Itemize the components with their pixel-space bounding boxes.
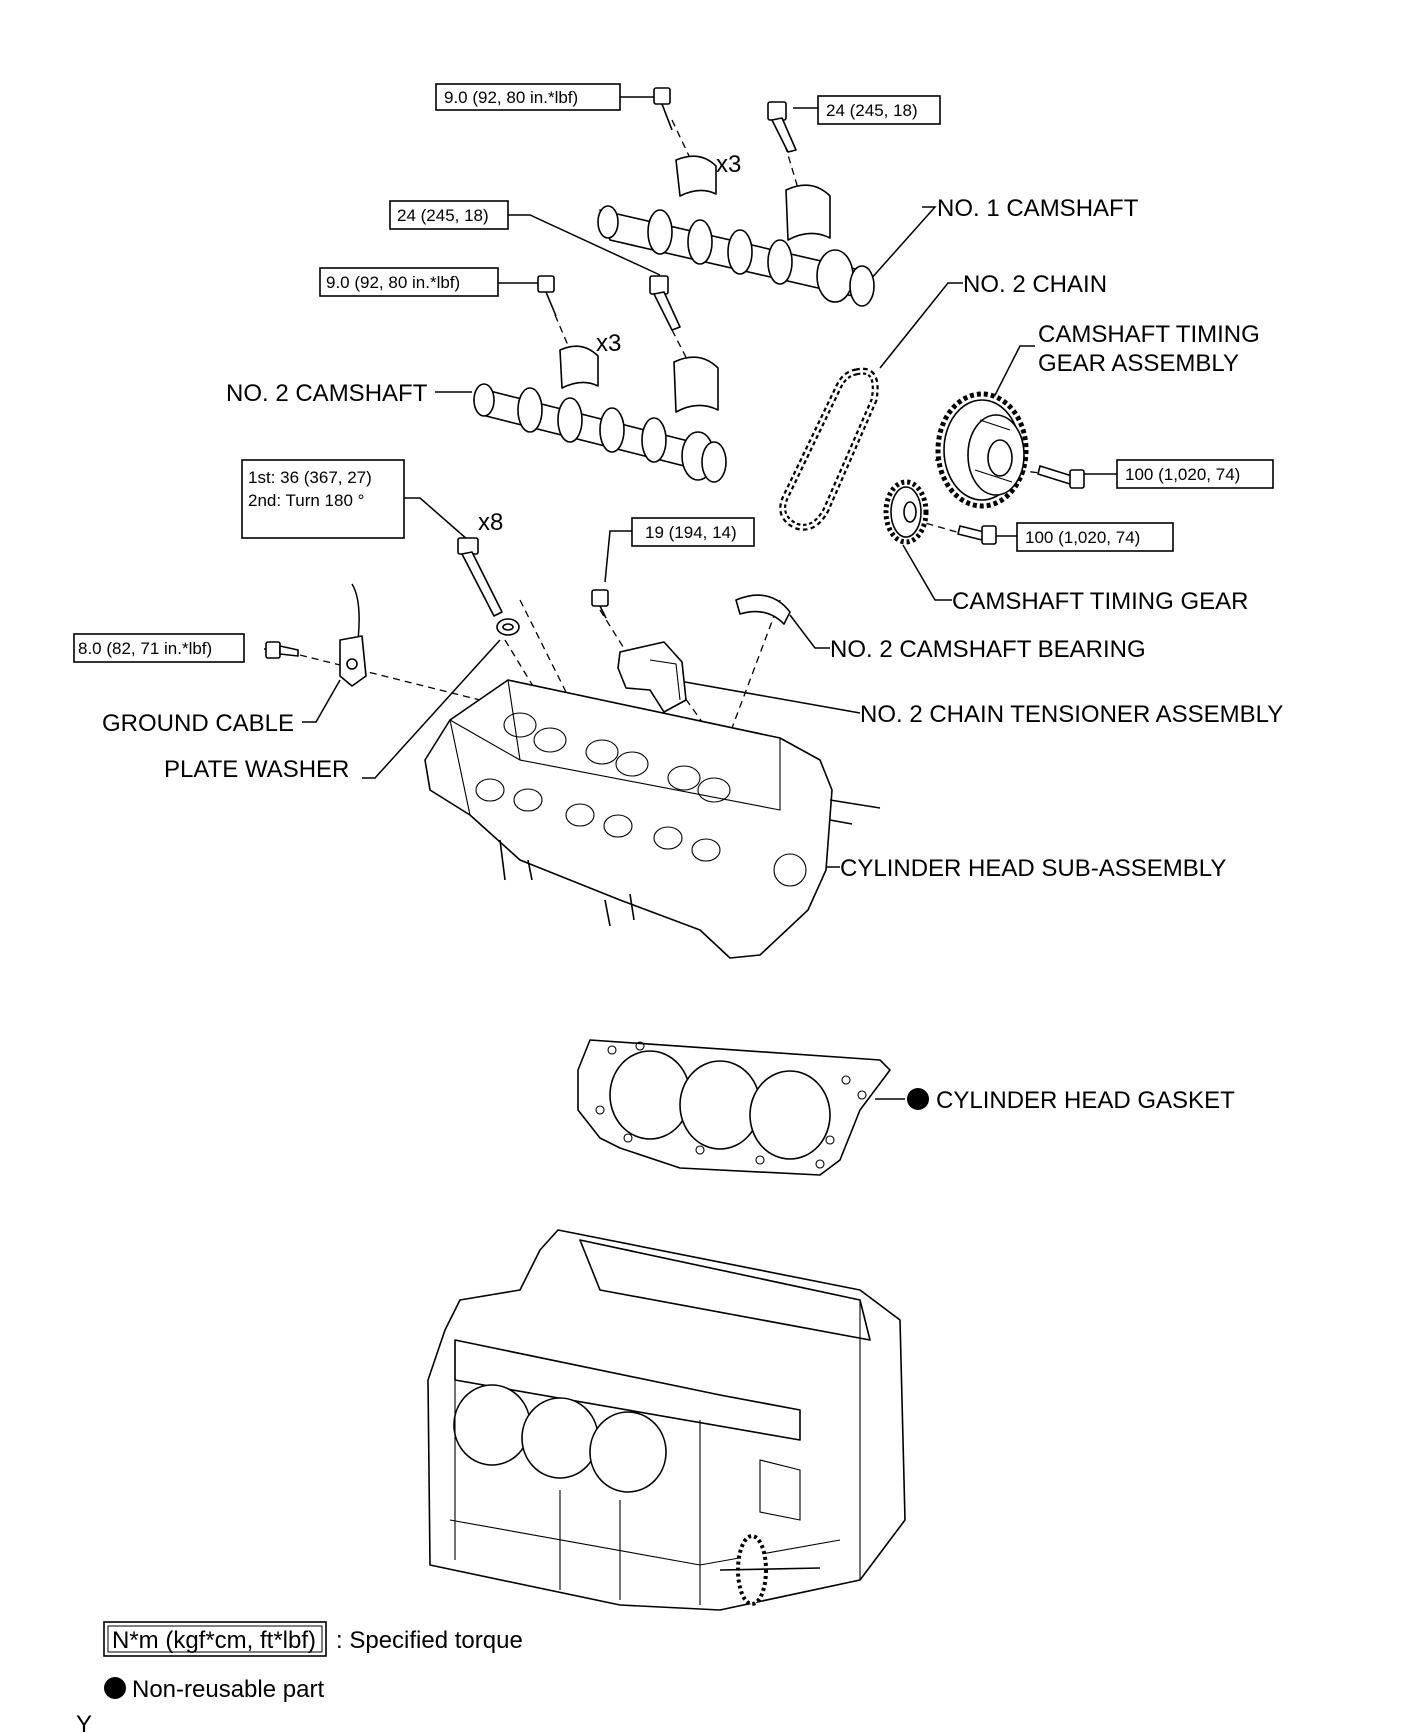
legend-nonreusable-icon [104, 1677, 126, 1699]
legend-torque: N*m (kgf*cm, ft*lbf) : Specified torque [103, 1621, 523, 1657]
svg-text:24 (245, 18): 24 (245, 18) [826, 101, 918, 120]
label-no1-camshaft: NO. 1 CAMSHAFT [937, 195, 1139, 222]
bearing-caps [559, 155, 831, 625]
corner-mark: Y [76, 1711, 92, 1734]
torque-box-upper-cap-bolt: 9.0 (92, 80 in.*lbf) [435, 83, 621, 111]
legend-nonreusable-desc: Non-reusable part [132, 1676, 324, 1703]
torque-box-gear-assembly-bolt: 100 (1,020, 74) [1116, 459, 1274, 489]
torque-box-timing-gear-bolt: 100 (1,020, 74) [1016, 522, 1174, 552]
engine-block-icon [427, 1229, 906, 1611]
bearing-cap-lower-2-icon [673, 356, 719, 413]
bolt-head-icon [457, 537, 503, 617]
svg-text:24 (245, 18): 24 (245, 18) [397, 206, 489, 225]
bolt-lower-bearing-icon [649, 275, 681, 331]
no1-camshaft-icon [597, 205, 875, 307]
cylinder-head-ports [475, 712, 731, 862]
cylinder-head-gasket-icon [577, 1039, 891, 1176]
svg-text:9.0 (92, 80 in.*lbf): 9.0 (92, 80 in.*lbf) [326, 273, 460, 292]
torque-box-upper-bearing-bolt: 24 (245, 18) [817, 95, 941, 125]
legend-torque-desc: : Specified torque [336, 1627, 523, 1654]
torque-box-head-bolt: 1st: 36 (367, 27) 2nd: Turn 180 ° [241, 459, 405, 539]
label-cylinder-head-sub-assembly: CYLINDER HEAD SUB-ASSEMBLY [840, 855, 1226, 882]
label-ground-cable: GROUND CABLE [102, 710, 294, 737]
label-no2-camshaft-bearing: NO. 2 CAMSHAFT BEARING [830, 636, 1146, 663]
svg-text:19 (194, 14): 19 (194, 14) [645, 523, 737, 542]
svg-text:100 (1,020, 74): 100 (1,020, 74) [1125, 465, 1240, 484]
nonreusable-mark-icon [907, 1088, 929, 1110]
label-no2-chain: NO. 2 CHAIN [963, 271, 1107, 298]
ground-cable-icon [339, 583, 367, 687]
label-plate-washer: PLATE WASHER [164, 756, 349, 783]
label-no2-camshaft: NO. 2 CAMSHAFT [226, 380, 428, 407]
torque-box-lower-cap-bolt: 9.0 (92, 80 in.*lbf) [319, 267, 499, 297]
torque-box-tensioner-bolt: 19 (194, 14) [631, 517, 755, 547]
bolt-upper-cap-icon [653, 87, 673, 131]
bolt-gear-assembly-icon [1037, 465, 1085, 489]
no2-camshaft-bearing-icon [735, 594, 791, 625]
part-labels: NO. 1 CAMSHAFT NO. 2 CHAIN CAMSHAFT TIMI… [102, 195, 1283, 1114]
label-camshaft-timing-gear: CAMSHAFT TIMING GEAR [952, 588, 1248, 615]
label-camshaft-timing-gear-assembly-2: GEAR ASSEMBLY [1038, 350, 1239, 377]
no2-camshaft-icon [473, 383, 727, 483]
no2-chain-tensioner-icon [617, 641, 687, 713]
bearing-cap-upper-1-icon [675, 155, 717, 197]
cylinder-head-sub-assembly-icon [424, 679, 881, 959]
no2-chain-icon [779, 367, 879, 531]
svg-text:8.0 (82, 71 in.*lbf): 8.0 (82, 71 in.*lbf) [78, 639, 212, 658]
label-camshaft-timing-gear-assembly-1: CAMSHAFT TIMING [1038, 321, 1260, 348]
legend-nonreusable: Non-reusable part [104, 1676, 324, 1703]
bearing-cap-lower-1-icon [559, 345, 599, 389]
qty-head-bolts: x8 [478, 509, 503, 536]
torque-box-ground-bolt: 8.0 (82, 71 in.*lbf) [73, 633, 245, 663]
svg-text:9.0 (92, 80 in.*lbf): 9.0 (92, 80 in.*lbf) [444, 88, 578, 107]
bolt-icons [265, 87, 1085, 659]
torque-specs: 9.0 (92, 80 in.*lbf) 24 (245, 18) 24 (24… [73, 83, 1274, 663]
plate-washer-icon [496, 618, 520, 636]
bolt-tensioner-icon [591, 589, 609, 619]
svg-text:2nd: Turn 180 °: 2nd: Turn 180 ° [248, 491, 364, 510]
leader-lines [264, 96, 1117, 1100]
legend-torque-unit: N*m (kgf*cm, ft*lbf) [112, 1627, 316, 1654]
bearing-cap-upper-2-icon [785, 184, 831, 241]
bolt-upper-bearing-icon [767, 101, 797, 153]
camshaft-timing-gear-assembly-icon [935, 391, 1029, 509]
legend: N*m (kgf*cm, ft*lbf) : Specified torque … [76, 1621, 523, 1734]
camshaft-timing-gear-icon [883, 479, 929, 545]
torque-box-lower-bearing-bolt: 24 (245, 18) [389, 200, 509, 230]
qty-upper-caps: x3 [716, 151, 741, 178]
label-cylinder-head-gasket: CYLINDER HEAD GASKET [936, 1087, 1235, 1114]
label-no2-chain-tensioner-assembly: NO. 2 CHAIN TENSIONER ASSEMBLY [860, 701, 1283, 728]
qty-lower-caps: x3 [596, 330, 621, 357]
svg-text:100 (1,020, 74): 100 (1,020, 74) [1025, 528, 1140, 547]
bolt-timing-gear-icon [957, 525, 997, 545]
bolt-ground-icon [265, 641, 299, 659]
bolt-lower-cap-icon [537, 275, 557, 317]
svg-text:1st: 36 (367, 27): 1st: 36 (367, 27) [248, 468, 372, 487]
